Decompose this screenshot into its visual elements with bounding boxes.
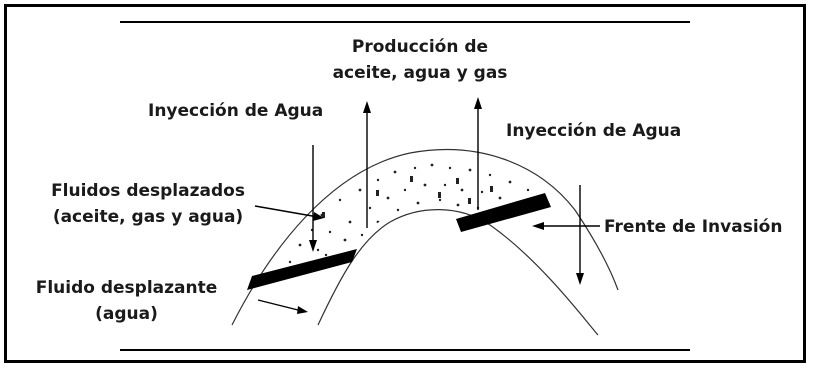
- inyeccion-right-label: Inyección de Agua: [506, 121, 682, 141]
- left-invasion-front: [247, 249, 357, 290]
- desplazante-pointer-arrow: [257, 299, 308, 314]
- inyeccion-left-label: Inyección de Agua: [148, 101, 324, 121]
- production-arrow-left: [363, 101, 371, 228]
- desplazados-label-line2: (aceite, gas y agua): [52, 207, 244, 227]
- produccion-label: Producción de aceite, agua y gas: [320, 34, 520, 86]
- produccion-label-line1: Producción de: [351, 37, 489, 57]
- frente-pointer-arrow: [532, 222, 600, 230]
- desplazados-pointer-arrow: [254, 205, 324, 221]
- desplazados-label-line1: Fluidos desplazados: [51, 181, 245, 201]
- oil-dotted-region: [288, 163, 530, 267]
- production-arrow-right: [474, 97, 482, 210]
- desplazante-label-line1: Fluido desplazante: [35, 278, 218, 298]
- produccion-label-line2: aceite, agua y gas: [332, 63, 508, 83]
- injection-arrow-right: [576, 185, 584, 285]
- figure-frame: [4, 4, 806, 363]
- frente-label: Frente de Invasión: [604, 217, 783, 237]
- injection-arrow-left: [309, 145, 317, 252]
- desplazados-label: Fluidos desplazados (aceite, gas y agua): [40, 178, 256, 230]
- desplazante-label-line2: (agua): [95, 304, 158, 324]
- inner-arch: [317, 209, 599, 336]
- outer-arch: [231, 149, 619, 326]
- right-invasion-front: [456, 193, 551, 232]
- desplazante-label: Fluido desplazante (agua): [14, 275, 239, 327]
